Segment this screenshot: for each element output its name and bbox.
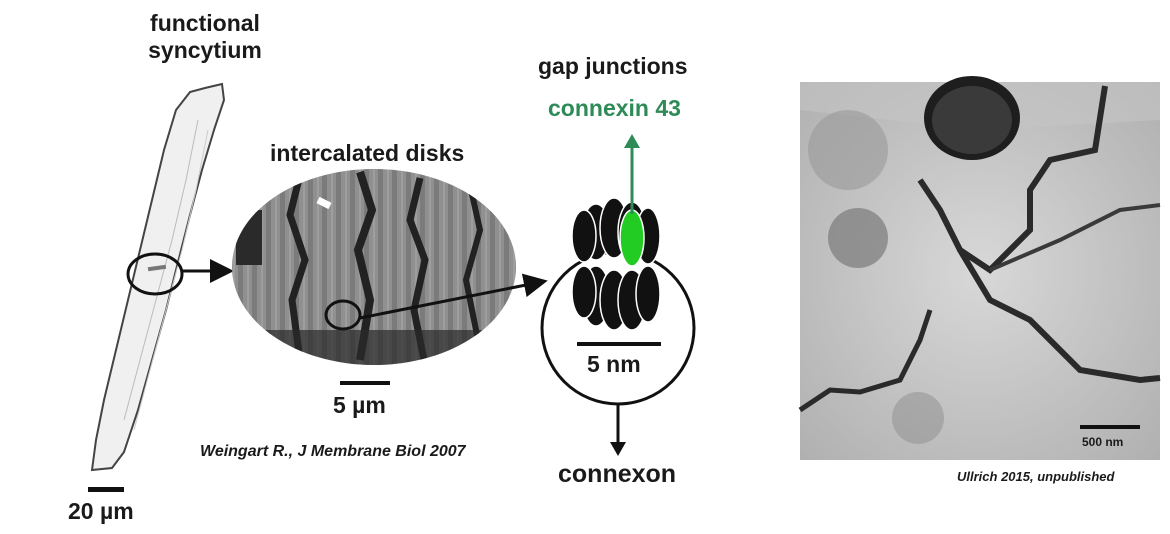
connexin-43-label: connexin 43 bbox=[548, 95, 681, 121]
functional-syncytium-line2: syncytium bbox=[148, 37, 262, 63]
scale-bar-disks bbox=[340, 381, 390, 385]
scale-bar-junction bbox=[577, 342, 661, 346]
intercalated-disk-micrograph bbox=[232, 169, 516, 365]
functional-syncytium-label: functional syncytium bbox=[130, 10, 280, 64]
citation-right: Ullrich 2015, unpublished bbox=[957, 469, 1115, 484]
cardiomyocyte-cell bbox=[90, 82, 226, 472]
scale-label-junction: 5 nm bbox=[587, 351, 641, 377]
electron-micrograph bbox=[798, 76, 1161, 460]
arrow-to-gap-junction bbox=[359, 273, 548, 320]
cell-highlight-circle bbox=[126, 252, 184, 296]
gap-junctions-label: gap junctions bbox=[538, 53, 688, 79]
functional-syncytium-line1: functional bbox=[150, 10, 260, 36]
scale-label-cell: 20 µm bbox=[68, 498, 134, 524]
connexon-label: connexon bbox=[558, 460, 677, 488]
citation-left: Weingart R., J Membrane Biol 2007 bbox=[200, 443, 466, 460]
connexin-arrowhead bbox=[624, 134, 640, 148]
connexin-43-highlight bbox=[619, 209, 645, 267]
scale-label-micrograph: 500 nm bbox=[1082, 435, 1124, 449]
scale-bar-cell bbox=[88, 487, 124, 492]
connexon-arrowhead bbox=[610, 442, 626, 456]
intercalated-disks-label: intercalated disks bbox=[270, 140, 465, 166]
disk-highlight-circle bbox=[324, 299, 362, 331]
scale-label-disks: 5 µm bbox=[333, 392, 386, 418]
